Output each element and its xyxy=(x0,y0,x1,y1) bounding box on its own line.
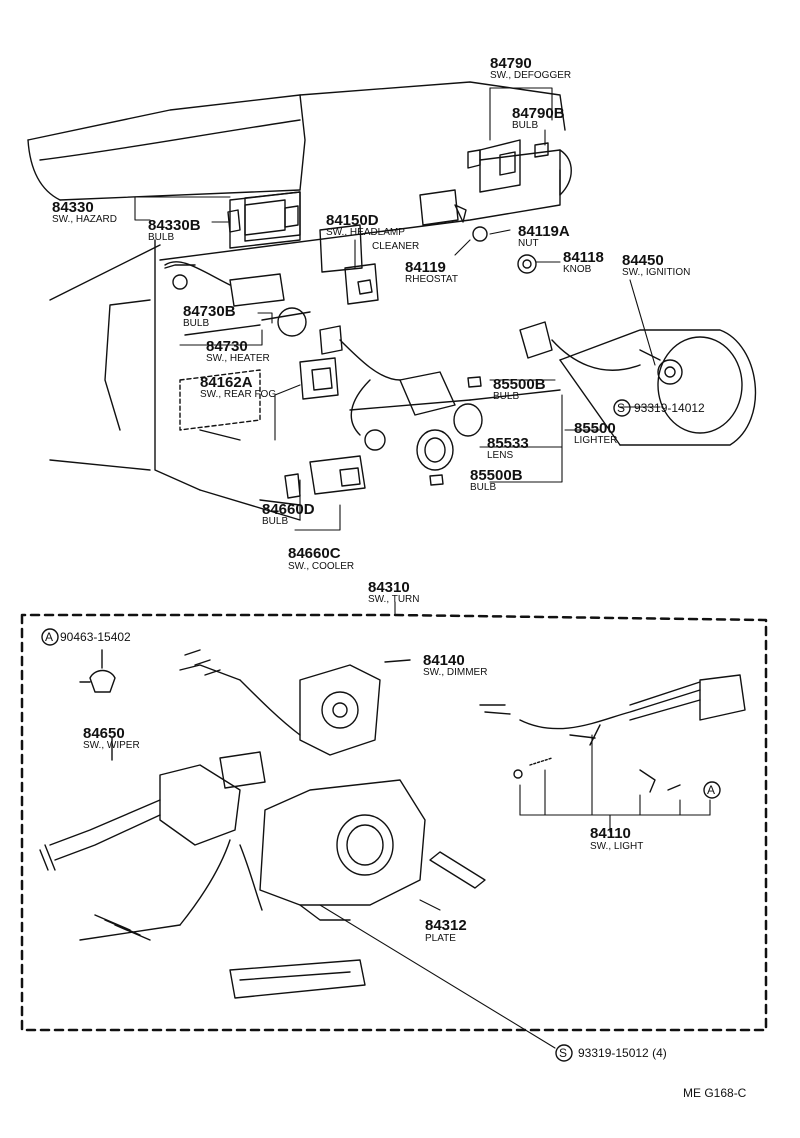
part-number: 84140 xyxy=(423,652,465,669)
part-number: 84450 xyxy=(622,252,664,269)
part-number: 84730 xyxy=(206,338,248,355)
s-symbol-upper xyxy=(613,399,631,417)
hazard-switch-drawing xyxy=(227,191,301,242)
part-number: 93319-14012 xyxy=(634,401,705,415)
light-switch-leaders xyxy=(519,734,711,833)
part-number: 90463-15402 xyxy=(60,630,131,644)
turn-switch-group-box xyxy=(20,613,768,1032)
part-name: BULB xyxy=(512,120,538,131)
part-number: 85500B xyxy=(493,376,546,393)
part-name: RHEOSTAT xyxy=(405,274,458,285)
part-name: BULB xyxy=(183,318,209,329)
part-number: 84660C xyxy=(288,545,341,562)
heater-switch-drawing xyxy=(164,261,285,307)
part-name: SW., HEADLAMP xyxy=(326,227,405,238)
part-name: SW., DEFOGGER xyxy=(490,70,571,81)
part-number: 84118 xyxy=(563,249,604,266)
part-number: 85500B xyxy=(470,467,523,484)
part-name: BULB xyxy=(470,482,496,493)
part-number: 84330 xyxy=(52,199,94,216)
part-name: SW., REAR FOG xyxy=(200,389,276,400)
s-symbol-upper-letter: S xyxy=(617,401,625,415)
rear-fog-switch-drawing xyxy=(299,325,401,451)
part-number: 84162A xyxy=(200,374,253,391)
part-name: KNOB xyxy=(563,264,592,275)
part-number: 84730B xyxy=(183,303,236,320)
headlamp-cleaner-drawing xyxy=(344,263,379,305)
turn-switch-body-drawing xyxy=(229,779,486,999)
part-name: SW., DIMMER xyxy=(423,667,487,678)
rheostat-drawing xyxy=(419,189,537,274)
light-switch-lever-drawing xyxy=(479,674,746,793)
part-name: LIGHTER xyxy=(574,435,617,446)
a-symbol-clip-letter: A xyxy=(45,630,53,644)
s-symbol-lower-letter: S xyxy=(559,1046,567,1060)
part-number: 84660D xyxy=(262,501,315,518)
part-name: BULB xyxy=(493,391,519,402)
clip-drawing xyxy=(79,649,116,693)
part-number: 84310 xyxy=(368,579,410,596)
part-name: CLEANER xyxy=(372,241,419,252)
part-name: SW., WIPER xyxy=(83,740,140,751)
dashboard-outline xyxy=(27,81,572,521)
a-symbol-light xyxy=(703,781,721,799)
a-symbol-light-letter: A xyxy=(707,783,715,797)
dimmer-switch-drawing xyxy=(179,649,411,756)
part-number: 84790 xyxy=(490,55,532,72)
diagram-code: ME G168-C xyxy=(683,1086,747,1100)
wiper-switch-drawing xyxy=(39,737,266,941)
part-name: PLATE xyxy=(425,933,456,944)
steering-column xyxy=(519,321,757,446)
cooler-switch-drawing xyxy=(284,455,366,499)
part-number: 84650 xyxy=(83,725,125,742)
part-name: NUT xyxy=(518,238,539,249)
part-number: 84330B xyxy=(148,217,201,234)
lighter-drawing xyxy=(399,371,483,486)
part-number: 84150D xyxy=(326,212,379,229)
part-number: 93319-15012 (4) xyxy=(578,1046,667,1060)
part-number: 84312 xyxy=(425,917,467,934)
part-number: 84790B xyxy=(512,105,565,122)
part-name: SW., IGNITION xyxy=(622,267,690,278)
part-number: 85533 xyxy=(487,435,529,452)
part-name: SW., TURN xyxy=(368,594,419,605)
part-name: SW., HAZARD xyxy=(52,214,117,225)
part-number: 84119A xyxy=(518,223,570,240)
part-name: SW., COOLER xyxy=(288,561,354,572)
part-name: SW., LIGHT xyxy=(590,841,643,852)
leader-lines-lower xyxy=(319,899,556,1049)
part-name: LENS xyxy=(487,450,513,461)
part-name: BULB xyxy=(148,232,174,243)
leader-lines-upper xyxy=(134,87,661,531)
part-name: SW., HEATER xyxy=(206,353,270,364)
part-number: 84119 xyxy=(405,259,446,276)
part-name: BULB xyxy=(262,516,288,527)
a-symbol-clip xyxy=(41,628,59,646)
part-number: 84110 xyxy=(590,825,631,842)
defogger-switch-drawing xyxy=(467,139,549,193)
s-symbol-lower xyxy=(555,1044,573,1062)
part-number: 85500 xyxy=(574,420,616,437)
